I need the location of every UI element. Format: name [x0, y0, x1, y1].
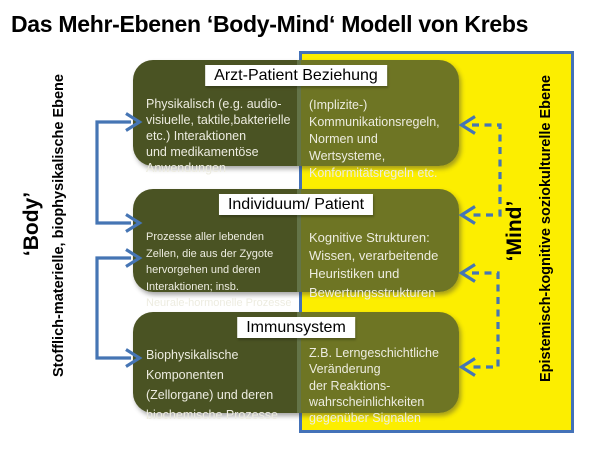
level-header-immunsystem: Immunsystem: [237, 317, 355, 339]
arzt-patient-mind-text: (Implizite-) Kommunikationsregeln, Norme…: [309, 98, 440, 180]
level-box-immunsystem: Immunsystem Biophysikalische Komponenten…: [133, 312, 459, 425]
page-title: Das Mehr-Ebenen ‘Body-Mind‘ Modell von K…: [11, 11, 529, 37]
level-header-individuum-patient: Individuum/ Patient: [218, 194, 374, 216]
level-box-individuum-patient: Individuum/ Patient Prozesse aller leben…: [133, 189, 459, 309]
body-axis-label: ‘Body’: [20, 191, 43, 257]
mind-axis-sublabel: Epistemisch-kognitive soziokulturelle Eb…: [538, 75, 554, 382]
individuum-mind-text: Kognitive Strukturen: Wissen, verarbeite…: [309, 230, 439, 300]
level-header-arzt-patient: Arzt-Patient Beziehung: [205, 65, 387, 87]
immunsystem-mind-text: Z.B. Lerngeschichtliche Veränderung der …: [309, 346, 439, 425]
mind-axis-label: ‘Mind’: [503, 200, 526, 262]
individuum-body-text: Prozesse aller lebenden Zellen, die aus …: [146, 231, 292, 309]
level-box-arzt-patient: Arzt-Patient Beziehung Physikalisch (e.g…: [133, 60, 459, 180]
arzt-patient-body-text: Physikalisch (e.g. audio- visiuelle, tak…: [146, 97, 291, 175]
immunsystem-body-text: Biophysikalische Komponenten (Zellorgane…: [146, 348, 279, 422]
body-axis-sublabel: Stofflich-materielle, biophysikalische E…: [51, 74, 67, 377]
